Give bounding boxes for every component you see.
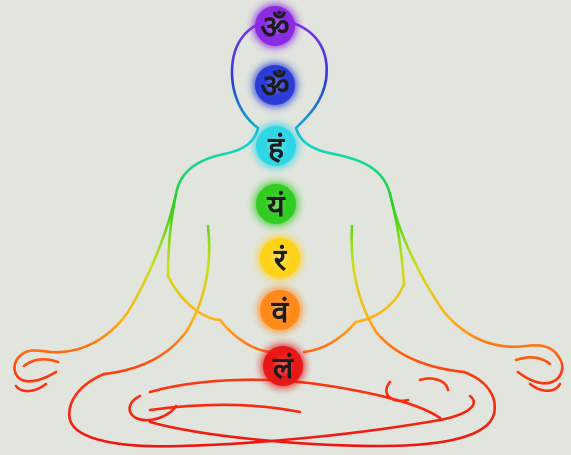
chakra-solar-plexus: रं — [258, 236, 302, 280]
chakra-third-eye-glyph: ॐ — [260, 67, 289, 105]
chakra-root-glyph: लं — [272, 351, 295, 386]
chakra-throat: हं — [254, 124, 298, 168]
chakra-sacral-glyph: वं — [271, 295, 290, 330]
chakra-heart: यं — [254, 182, 298, 226]
chakra-third-eye: ॐ — [253, 63, 297, 107]
chakra-throat-glyph: हं — [267, 131, 285, 166]
chakra-solar-plexus-glyph: रं — [273, 243, 288, 278]
chakra-heart-glyph: यं — [266, 189, 286, 224]
chakra-column: ॐ ॐ हं यं — [253, 4, 305, 388]
chakra-root: लं — [261, 344, 305, 388]
chakra-crown: ॐ — [253, 4, 297, 48]
chakra-sacral: वं — [258, 288, 302, 332]
chakra-crown-glyph: ॐ — [260, 8, 289, 46]
